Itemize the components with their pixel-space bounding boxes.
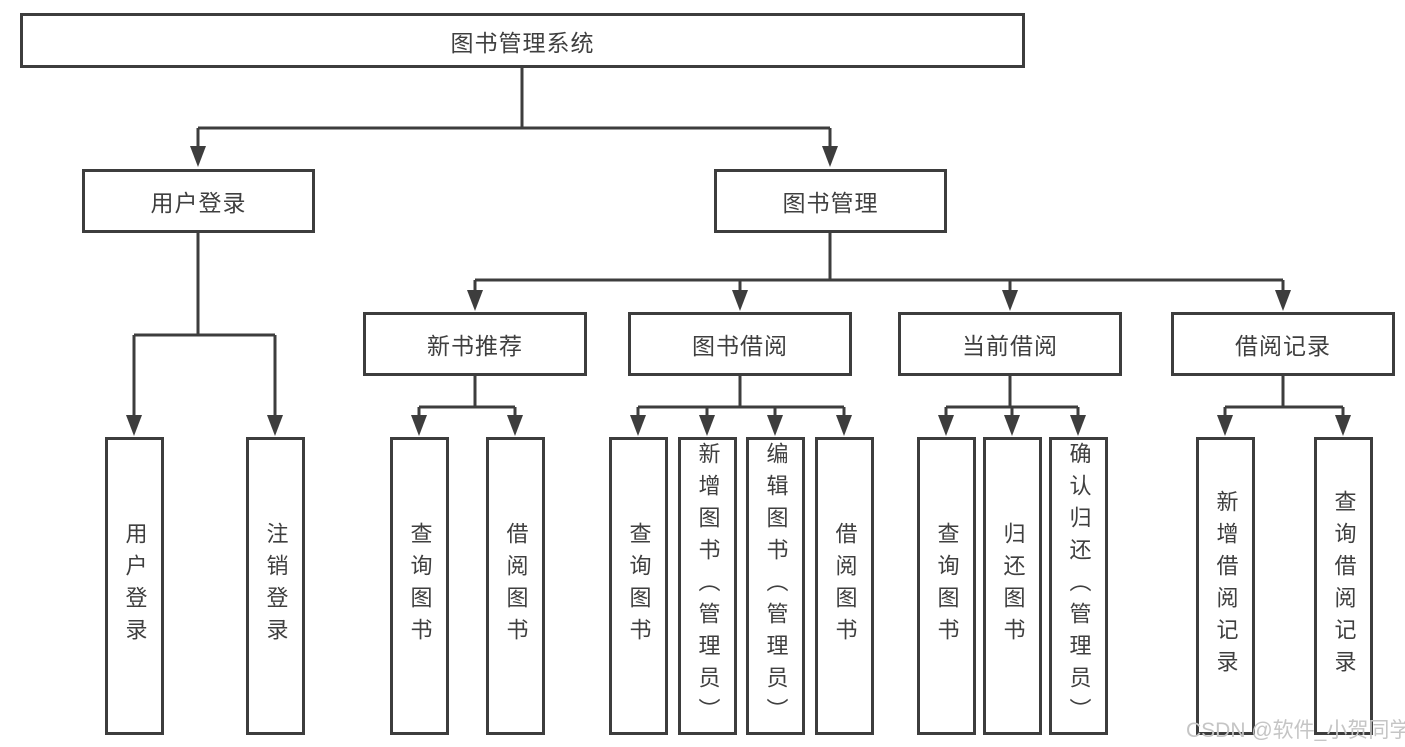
connector-root	[196, 68, 832, 150]
leaf-logout: 注销登录	[246, 437, 305, 735]
node-label: 归还图书	[1000, 522, 1026, 650]
node-label: 借阅图书	[503, 522, 529, 650]
leaf-query-book-2: 查询图书	[609, 437, 668, 735]
node-label: 用户登录	[122, 522, 148, 650]
connector-current-borrow	[944, 376, 1080, 418]
node-label: 新书推荐	[427, 333, 523, 359]
node-label: 查询图书	[934, 522, 960, 650]
node-book-management: 图书管理	[714, 169, 947, 233]
node-label: 注销登录	[263, 522, 289, 650]
connector-book-management	[473, 233, 1285, 293]
leaf-query-book-3: 查询图书	[917, 437, 976, 735]
node-book-borrow: 图书借阅	[628, 312, 852, 376]
node-label: 新增借阅记录	[1213, 490, 1239, 682]
leaf-user-login: 用户登录	[105, 437, 164, 735]
leaf-query-borrow-record: 查询借阅记录	[1314, 437, 1373, 735]
node-label: 图书管理系统	[450, 29, 595, 56]
node-label: 查询图书	[407, 522, 433, 650]
watermark: CSDN @软件_小贺同学	[1186, 719, 1405, 742]
node-label: 图书管理	[782, 190, 879, 216]
node-current-borrow: 当前借阅	[898, 312, 1122, 376]
leaf-borrow-book-1: 借阅图书	[486, 437, 545, 735]
node-borrow-record: 借阅记录	[1171, 312, 1395, 376]
node-user-login: 用户登录	[82, 169, 315, 233]
connector-user-login	[132, 233, 277, 418]
node-root-library-system: 图书管理系统	[20, 13, 1025, 68]
leaf-query-book-1: 查询图书	[390, 437, 449, 735]
node-label: 编辑图书（管理员）	[763, 442, 789, 730]
node-label: 当前借阅	[962, 333, 1058, 359]
leaf-borrow-book-2: 借阅图书	[815, 437, 874, 735]
connector-book-borrow	[636, 376, 846, 418]
leaf-add-borrow-record: 新增借阅记录	[1196, 437, 1255, 735]
node-label: 确认归还（管理员）	[1066, 442, 1092, 730]
leaf-confirm-return-admin: 确认归还（管理员）	[1049, 437, 1108, 735]
node-label: 借阅图书	[832, 522, 858, 650]
leaf-add-book-admin: 新增图书（管理员）	[678, 437, 737, 735]
node-label: 查询图书	[626, 522, 652, 650]
node-new-book-recommend: 新书推荐	[363, 312, 587, 376]
connector-borrow-record	[1223, 376, 1345, 418]
node-label: 查询借阅记录	[1331, 490, 1357, 682]
node-label: 借阅记录	[1235, 333, 1331, 359]
leaf-edit-book-admin: 编辑图书（管理员）	[746, 437, 805, 735]
leaf-return-book: 归还图书	[983, 437, 1042, 735]
connector-new-book	[417, 376, 517, 418]
node-label: 图书借阅	[692, 333, 788, 359]
node-label: 新增图书（管理员）	[695, 442, 721, 730]
node-label: 用户登录	[150, 190, 247, 216]
